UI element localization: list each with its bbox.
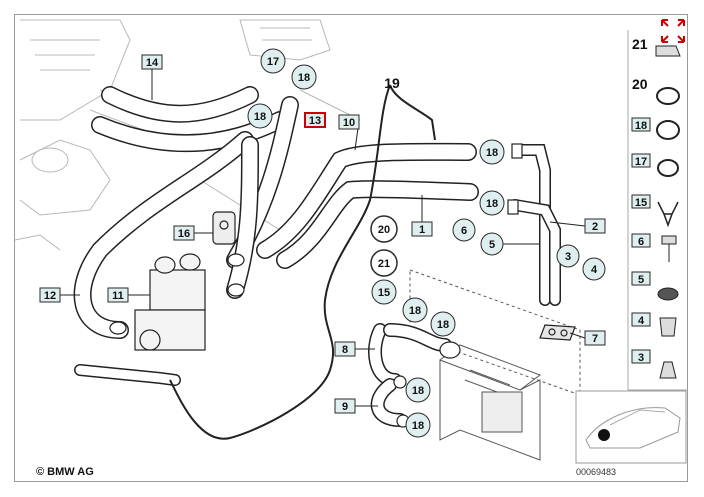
square-callouts: 14 13 10 16 11 12 1 2 7 8 9 xyxy=(39,54,606,414)
circle-callouts: 17 18 18 18 18 6 5 3 4 20 21 15 18 18 18… xyxy=(247,48,606,438)
callout-11: 11 xyxy=(112,290,124,302)
hose-end-clamps xyxy=(109,143,523,428)
hose-group xyxy=(73,86,561,427)
callout-18f: 18 xyxy=(437,319,449,331)
legend-label-20: 20 xyxy=(632,76,648,92)
callout-18h: 18 xyxy=(412,420,424,432)
callout-13: 13 xyxy=(309,115,321,127)
legend-label-15: 15 xyxy=(635,197,647,209)
callout-18b: 18 xyxy=(254,111,266,123)
clip-icon-15 xyxy=(657,201,679,228)
bracket-16 xyxy=(212,211,236,245)
callout-15: 15 xyxy=(378,287,390,299)
callout-7: 7 xyxy=(592,333,598,345)
legend-label-21: 21 xyxy=(632,36,648,52)
legend-label-3: 3 xyxy=(638,352,644,364)
legend-label-18: 18 xyxy=(635,120,647,132)
callout-6: 6 xyxy=(461,225,467,237)
copyright-text: © BMW AG xyxy=(36,466,94,478)
screw-icon-6 xyxy=(661,235,677,262)
callout-2: 2 xyxy=(592,221,598,233)
callout-14: 14 xyxy=(146,57,159,69)
legend-label-4: 4 xyxy=(638,315,645,327)
bracket-7 xyxy=(539,324,576,341)
callout-4: 4 xyxy=(591,264,598,276)
legend-label-17: 17 xyxy=(635,156,647,168)
legend-label-6: 6 xyxy=(638,236,644,248)
heater-valve-11 xyxy=(134,253,206,351)
legend-panel: 21 20 18 17 15 6 5 4 3 xyxy=(627,30,688,391)
callout-9: 9 xyxy=(342,401,348,413)
callout-1: 1 xyxy=(419,224,425,236)
grommet-icon-5 xyxy=(657,287,679,301)
expand-arrows-icon[interactable] xyxy=(661,19,685,43)
clamp-icon-18 xyxy=(656,120,680,140)
callout-18e: 18 xyxy=(409,305,421,317)
car-locator-thumbnail[interactable] xyxy=(575,390,687,464)
callout-3: 3 xyxy=(565,251,571,263)
reference-number: 00069483 xyxy=(576,467,617,477)
callout-19: 19 xyxy=(384,75,400,91)
callout-17: 17 xyxy=(267,56,279,68)
clamp-icon-17 xyxy=(657,159,679,177)
callout-20: 20 xyxy=(378,224,390,236)
callout-18d: 18 xyxy=(486,198,498,210)
bleed-line xyxy=(169,84,436,440)
callout-5: 5 xyxy=(489,239,495,251)
clip-icon-21 xyxy=(655,45,681,57)
callout-18g: 18 xyxy=(412,385,424,397)
callout-10: 10 xyxy=(343,117,355,129)
callout-16: 16 xyxy=(178,228,190,240)
callout-12: 12 xyxy=(44,290,56,302)
cap-icon-3 xyxy=(659,361,677,379)
legend-label-5: 5 xyxy=(638,274,644,286)
clamp-icon-20 xyxy=(656,87,680,105)
callout-18a: 18 xyxy=(298,72,310,84)
callout-21: 21 xyxy=(378,258,390,270)
callout-18c: 18 xyxy=(486,147,498,159)
callout-8: 8 xyxy=(342,344,348,356)
nut-icon-4 xyxy=(659,317,677,337)
